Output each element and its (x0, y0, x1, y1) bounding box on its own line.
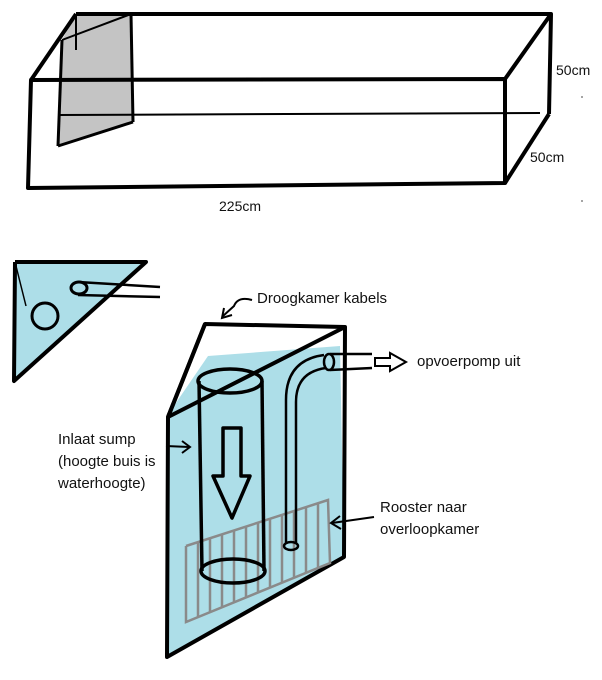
tank-back-top-edge (76, 12, 553, 115)
divider-top-edge (129, 13, 135, 123)
tank-back-mid-line (57, 112, 541, 116)
drain-hole-icon (30, 301, 60, 331)
stray-dot (581, 200, 583, 202)
inlet-label-line-2: (hoogte buis is (58, 453, 156, 470)
inlet-tube (196, 367, 267, 585)
tank-top-left-depth (29, 12, 78, 82)
pointer-inlet (165, 440, 192, 454)
pump-out-arrow-icon (374, 351, 409, 373)
dry-chamber-label: Droogkamer kabels (257, 290, 387, 307)
grate-label-line-1: Rooster naar (380, 499, 467, 516)
tank-depth-label: 50cm (530, 149, 564, 165)
flow-down-arrow-icon (211, 426, 252, 520)
tank-box (26, 12, 553, 190)
divider-diag-edge (61, 13, 132, 41)
overflow-grate (184, 498, 332, 624)
stray-dot (581, 96, 583, 98)
divider-left-edge (56, 39, 64, 147)
pump-out-label: opvoerpomp uit (417, 353, 521, 370)
sump-chamber (165, 322, 409, 659)
tank-bottom-right-depth (503, 112, 551, 185)
tank-height-label: 50cm (556, 62, 590, 78)
pointer-dry-chamber (220, 297, 253, 320)
corner-triangle-view (12, 260, 161, 383)
pump-pipe (282, 352, 373, 552)
inlet-label-line-1: Inlaat sump (58, 431, 136, 448)
grate-label-line-2: overloopkamer (380, 521, 479, 538)
water-fill (167, 346, 344, 657)
divider-bottom-edge (57, 120, 134, 148)
tank-length-label: 225cm (219, 198, 261, 214)
inlet-label-line-3: waterhoogte) (57, 475, 146, 492)
pointer-grate (329, 515, 375, 530)
tank-top-right-depth (503, 12, 553, 81)
